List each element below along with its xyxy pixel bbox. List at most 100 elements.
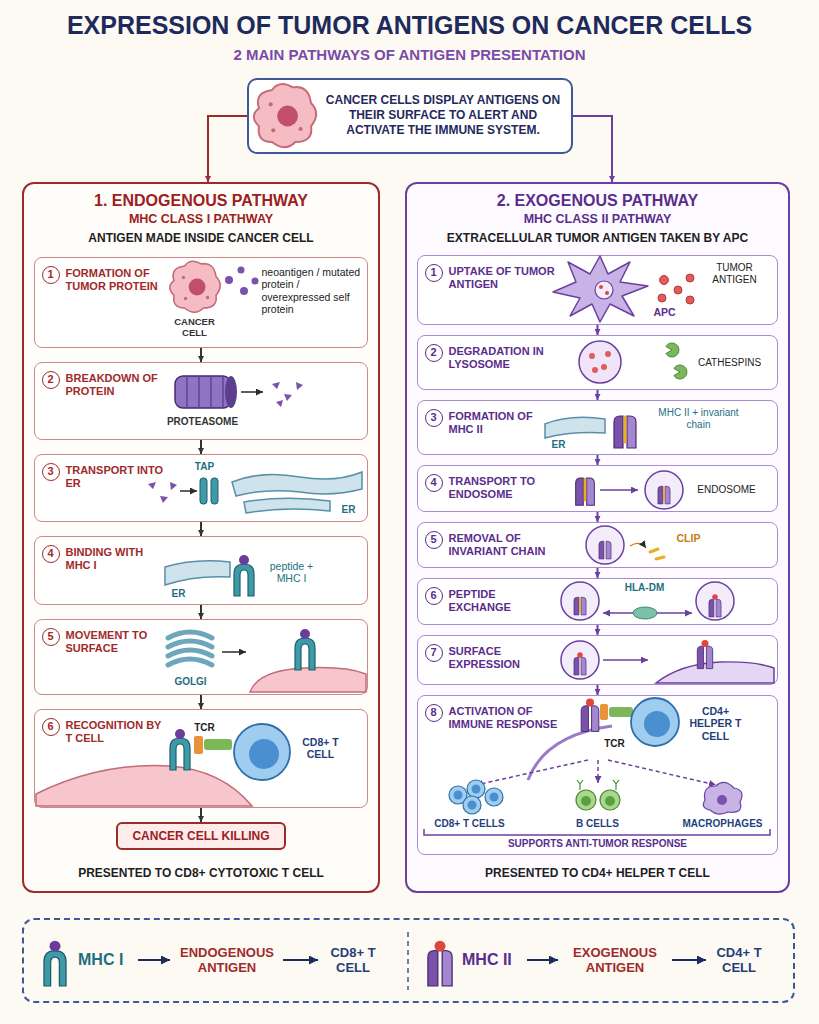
text-slot: 2: [42, 371, 60, 389]
note-text: peptide + MHC I: [268, 560, 316, 585]
golgi-illustration: [295, 629, 315, 670]
apc-uptake-illustration: [605, 291, 609, 295]
immune-activation-illustration: [577, 780, 619, 790]
peptide-exchange-illustration: [561, 582, 734, 620]
apc-uptake-illustration: [595, 281, 613, 299]
t-cell-recognition-illustration: [234, 724, 290, 780]
apc-uptake-illustration: [686, 274, 694, 282]
step-number: 6: [425, 587, 443, 605]
tap-transport-illustration: [148, 472, 362, 513]
connector-arrow: [597, 568, 599, 578]
summary-icons: [44, 941, 66, 986]
immune-activation-illustration: [717, 795, 727, 805]
step-heading: ACTIVATION OF IMMUNE RESPONSE: [449, 705, 569, 731]
peptide-exchange-illustration: [580, 598, 581, 612]
summary-box: MHC IENDOGENOUS ANTIGENCD8+ T CELLMHC II…: [22, 918, 795, 1003]
endosome-transport-illustration: [658, 486, 670, 504]
text-slot: TAP: [190, 461, 220, 473]
text-slot: CD4+ T CELL: [712, 945, 766, 975]
immune-activation-illustration: [576, 790, 596, 810]
text-slot: MHC II + invariant chain: [658, 407, 740, 431]
step-number: 4: [42, 545, 60, 563]
immune-activation-illustration: [609, 707, 633, 717]
text-slot: BREAKDOWN OF PROTEIN: [66, 372, 166, 398]
step-heading: PEPTIDE EXCHANGE: [449, 588, 549, 614]
immune-activation-illustration: [449, 786, 467, 804]
immune-activation-illustration: [608, 760, 716, 785]
lysosome-illustration: [601, 364, 607, 370]
text-slot: PEPTIDE EXCHANGE: [449, 588, 549, 614]
immune-activation-illustration: [581, 706, 599, 732]
apc-uptake-illustration: [658, 294, 666, 302]
summary-term: MHC II: [462, 950, 524, 969]
note-text: MHC II + invariant chain: [658, 407, 740, 431]
peptide-exchange-illustration: [712, 594, 718, 600]
text-slot: B CELLS: [566, 818, 630, 830]
outcome-text: CANCER CELL KILLING: [118, 829, 284, 843]
summary-icons: [283, 959, 318, 961]
text-slot: UPTAKE OF TUMOR ANTIGEN: [449, 265, 559, 291]
text-slot: MHC II: [462, 950, 524, 969]
panel-footer: PRESENTED TO CD4+ HELPER T CELL: [407, 866, 788, 880]
text-slot: TUMOR ANTIGEN: [698, 262, 772, 286]
text-slot: 2: [425, 344, 443, 362]
immune-activation-illustration: [605, 796, 615, 806]
text-slot: peptide + MHC I: [268, 560, 316, 585]
endosome-transport-illustration: [645, 471, 683, 509]
immune-activation-illustration: [703, 782, 742, 814]
clip-removal-illustration: [630, 543, 646, 548]
text-slot: 8: [425, 704, 443, 722]
mhc-binding-illustration: [234, 555, 254, 596]
connector-arrow: [597, 455, 599, 465]
panel-footer: PRESENTED TO CD8+ CYTOTOXIC T CELL: [24, 866, 378, 880]
cell-label: CD8+ T CELL: [298, 736, 344, 761]
surface-expression-illustration: [697, 646, 712, 668]
peptide-exchange-illustration: [574, 597, 586, 615]
text-slot: RECOGNITION BY T CELL: [66, 719, 166, 745]
t-cell-recognition-illustration: [170, 729, 190, 770]
text-slot: CANCER CELL: [165, 316, 225, 338]
connector-arrow: [597, 685, 599, 695]
tumor-protein-illustration: [170, 261, 259, 312]
immune-activation-illustration: [424, 698, 770, 835]
text-slot: CLIP: [672, 532, 706, 545]
tap-transport-illustration: [148, 482, 177, 503]
text-slot: 1: [425, 264, 443, 282]
peptide-exchange-illustration: [603, 612, 692, 614]
step-number: 5: [42, 628, 60, 646]
text-slot: 4: [425, 474, 443, 492]
part-label: APC: [650, 306, 680, 319]
surface-expression-illustration: [561, 640, 774, 683]
clip-removal-illustration: [586, 526, 664, 564]
pathway-panel: 1FORMATION OF TUMOR PROTEINCANCER CELLne…: [22, 182, 380, 893]
proteasome-illustration: [225, 376, 237, 408]
t-cell-recognition-illustration: [194, 736, 203, 754]
step-number: 2: [425, 344, 443, 362]
apc-uptake-illustration: [553, 256, 648, 322]
text-slot: TRANSPORT TO ENDOSOME: [449, 475, 559, 501]
mhc2-formation-illustration: [545, 416, 636, 448]
text-slot: FORMATION OF MHC II: [449, 410, 559, 436]
panel-subheading: MHC CLASS I PATHWAY: [24, 212, 378, 227]
text-slot: ER: [548, 439, 570, 451]
t-cell-recognition-illustration: [204, 739, 232, 750]
step-number: 3: [42, 463, 60, 481]
caption-text: SUPPORTS ANTI-TUMOR RESPONSE: [480, 838, 716, 850]
step-box: 6RECOGNITION BY T CELLTCRCD8+ T CELL: [34, 709, 368, 808]
endosome-transport-illustration: [600, 489, 638, 491]
step-heading: BREAKDOWN OF PROTEIN: [66, 372, 166, 398]
summary-icons: [428, 951, 452, 986]
tumor-protein-illustration: [238, 267, 245, 274]
summary-icons: [435, 941, 446, 952]
text-slot: EXOGENOUS ANTIGEN: [563, 945, 667, 975]
peptide-exchange-illustration: [633, 607, 657, 619]
step-number: 4: [425, 474, 443, 492]
peptide-exchange-illustration: [561, 582, 599, 620]
text-slot: 3: [42, 463, 60, 481]
tumor-protein-illustration: [240, 287, 248, 295]
text-slot: PRESENTED TO CD8+ CYTOTOXIC T CELL: [24, 866, 378, 880]
summary-term: CD8+ T CELL: [326, 945, 380, 975]
text-slot: 5: [425, 531, 443, 549]
part-label: TCR: [601, 738, 629, 750]
text-slot: 4: [42, 545, 60, 563]
